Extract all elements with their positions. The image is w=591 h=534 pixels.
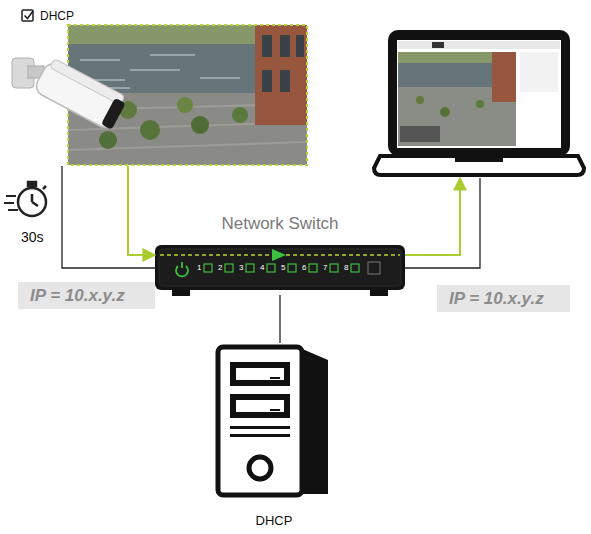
network-cable — [62, 166, 155, 268]
checkbox-icon — [22, 10, 33, 21]
port-number: 4 — [260, 263, 264, 272]
port-number: 6 — [302, 263, 306, 272]
port-number: 3 — [239, 263, 243, 272]
network-cable — [405, 178, 480, 268]
camera-node: DHCP — [8, 6, 308, 166]
data-flow-arrow — [405, 178, 460, 255]
network-cable — [279, 295, 280, 343]
switch-node: Network Switch — [155, 212, 405, 295]
port-number: 5 — [281, 263, 285, 272]
port-number: 1 — [197, 263, 201, 272]
node-label: Network Switch — [221, 214, 338, 234]
server-node: DHCP — [215, 343, 333, 530]
timer-label: 30s — [21, 229, 44, 245]
port-number: 8 — [344, 263, 348, 272]
network-switch — [155, 245, 405, 296]
laptop-node — [375, 30, 585, 178]
ip-label: IP = 10.x.y.z — [437, 285, 570, 312]
data-flow-arrow — [128, 166, 155, 255]
stopwatch-icon — [4, 182, 46, 216]
server-tower — [218, 347, 328, 495]
port-number: 2 — [218, 263, 222, 272]
port-number: 7 — [323, 263, 327, 272]
camera-symbol — [12, 57, 128, 132]
node-label: DHCP — [40, 9, 74, 23]
laptop-symbol — [374, 30, 584, 175]
ip-label: IP = 10.x.y.z — [18, 282, 155, 309]
node-label: DHCP — [256, 513, 293, 528]
